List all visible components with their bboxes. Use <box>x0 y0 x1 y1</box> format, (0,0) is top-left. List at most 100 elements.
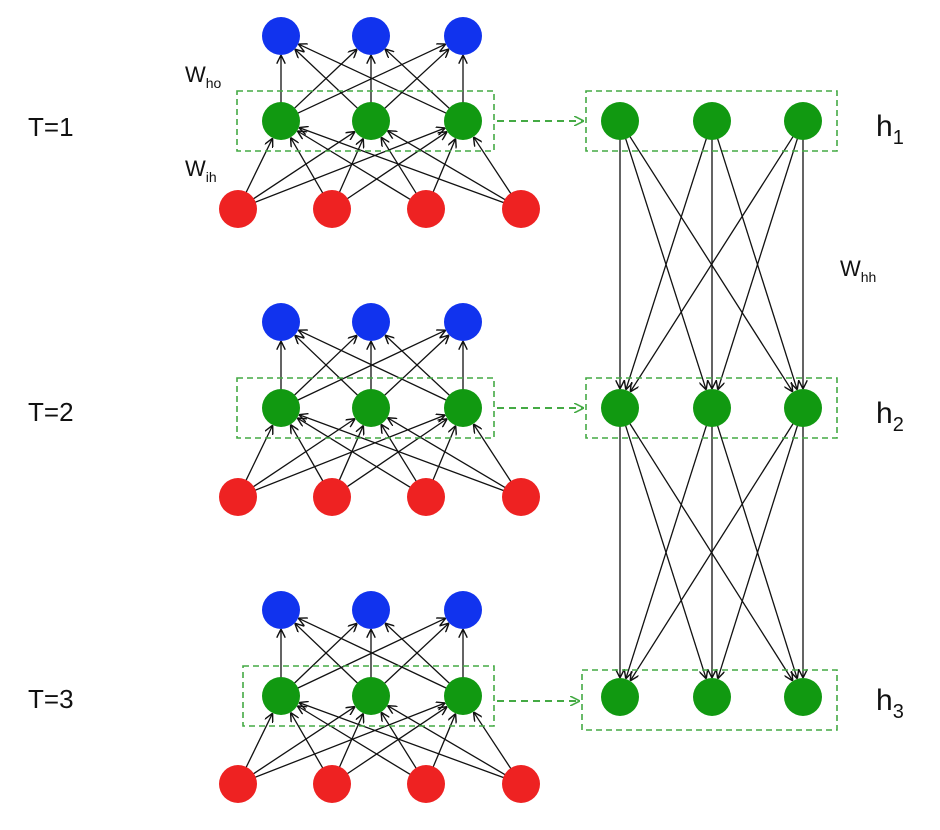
input-node-1-t3 <box>219 765 257 803</box>
recurrent-hidden-node-1-h1 <box>601 102 639 140</box>
edge-input4-to-hidden3-t2 <box>474 425 513 484</box>
edge-h1-node2-to-h2-node1 <box>626 136 708 389</box>
edge-input2-to-hidden1-t2 <box>291 425 325 483</box>
input-node-3-t3 <box>407 765 445 803</box>
output-node-1-t3 <box>262 591 300 629</box>
edge-input1-to-hidden2-t1 <box>251 132 354 201</box>
output-node-2-t2 <box>352 303 390 341</box>
edge-h1-node1-to-h2-node3 <box>628 134 792 391</box>
hidden-layer-box-t3 <box>242 665 495 727</box>
input-node-2-t1 <box>313 190 351 228</box>
time-step-label-1: T=1 <box>28 112 74 142</box>
hidden-node-2-t1 <box>352 102 390 140</box>
edge-hidden2-to-output1-t3 <box>295 624 360 685</box>
edge-input1-to-hidden3-t1 <box>253 128 445 204</box>
edge-h1-node3-to-h2-node2 <box>718 137 799 389</box>
edge-input2-to-hidden1-t3 <box>291 713 325 770</box>
recurrent-hidden-node-1-h3 <box>601 678 639 716</box>
edge-hidden2-to-output1-t2 <box>295 336 360 397</box>
labels-layer: T=1 T=2 T=3 Who Wih Whh h1 h2 h3 <box>28 62 904 723</box>
hidden-node-2-t2 <box>352 389 390 427</box>
weight-label-hh: Whh <box>840 256 876 285</box>
edge-h2-node2-to-h3-node1 <box>626 424 708 678</box>
edge-hidden3-to-output1-t3 <box>299 619 448 690</box>
hidden-node-3-t2 <box>444 389 482 427</box>
hidden-node-1-t2 <box>262 389 300 427</box>
edge-input4-to-hidden2-t2 <box>388 418 507 489</box>
hidden-node-2-t3 <box>352 677 390 715</box>
weight-label-ho: Who <box>185 62 222 91</box>
recurrent-hidden-node-2-h2 <box>693 389 731 427</box>
edge-input1-to-hidden2-t3 <box>251 707 354 776</box>
edge-hidden3-to-output2-t3 <box>386 624 452 685</box>
edge-input4-to-hidden1-t1 <box>300 128 506 204</box>
edge-h1-node3-to-h2-node1 <box>631 134 795 391</box>
edge-input4-to-hidden3-t3 <box>474 713 513 771</box>
edge-input3-to-hidden1-t1 <box>298 131 412 201</box>
edge-input1-to-hidden3-t3 <box>253 703 445 779</box>
edge-input1-to-hidden1-t2 <box>244 426 272 482</box>
input-node-2-t3 <box>313 765 351 803</box>
nodes-layer <box>219 17 822 803</box>
edge-h2-node3-to-h3-node2 <box>718 424 799 678</box>
edge-input1-to-hidden3-t2 <box>253 415 445 492</box>
time-step-label-3: T=3 <box>28 684 74 714</box>
edge-h2-node3-to-h3-node1 <box>631 422 795 680</box>
edge-input2-to-hidden3-t3 <box>345 707 446 776</box>
output-node-2-t1 <box>352 17 390 55</box>
edge-input2-to-hidden1-t1 <box>291 138 325 195</box>
edge-input3-to-hidden2-t1 <box>382 138 418 195</box>
hidden-layer-box-t1 <box>236 90 495 152</box>
edge-input2-to-hidden2-t1 <box>338 139 363 194</box>
output-node-1-t1 <box>262 17 300 55</box>
hidden-node-3-t3 <box>444 677 482 715</box>
edge-hidden2-to-output1-t1 <box>296 50 360 110</box>
edge-input2-to-hidden2-t3 <box>338 714 363 769</box>
edge-h2-node1-to-h3-node3 <box>628 422 792 680</box>
edge-input4-to-hidden1-t2 <box>300 415 506 492</box>
edge-input1-to-hidden2-t2 <box>251 419 354 489</box>
edge-input4-to-hidden2-t3 <box>388 706 507 776</box>
output-node-1-t2 <box>262 303 300 341</box>
edge-input4-to-hidden3-t1 <box>474 138 513 196</box>
hidden-state-label-3: h3 <box>876 684 904 723</box>
edge-input1-to-hidden1-t1 <box>244 139 272 195</box>
edge-input1-to-hidden1-t3 <box>244 714 272 770</box>
edge-input4-to-hidden2-t1 <box>388 131 507 201</box>
edge-input3-to-hidden2-t2 <box>382 425 418 483</box>
hidden-node-3-t1 <box>444 102 482 140</box>
output-node-3-t2 <box>444 303 482 341</box>
edge-hidden1-to-output2-t2 <box>292 336 356 397</box>
weight-label-ih: Wih <box>185 156 217 185</box>
input-node-1-t1 <box>219 190 257 228</box>
edge-input3-to-hidden3-t2 <box>431 426 456 482</box>
edge-input3-to-hidden2-t3 <box>382 713 418 770</box>
hidden-node-1-t1 <box>262 102 300 140</box>
output-node-3-t3 <box>444 591 482 629</box>
edge-hidden1-to-output2-t3 <box>292 624 356 685</box>
edge-hidden3-to-output2-t1 <box>386 50 451 110</box>
edge-input2-to-hidden2-t2 <box>338 426 363 482</box>
group-boxes-layer <box>236 90 838 731</box>
edge-input3-to-hidden3-t1 <box>431 139 456 194</box>
edge-h1-node1-to-h2-node2 <box>624 136 706 389</box>
recurrent-hidden-box-3 <box>581 669 838 731</box>
hidden-layer-box-t2 <box>236 377 495 439</box>
recurrent-hidden-node-3-h1 <box>784 102 822 140</box>
time-step-label-2: T=2 <box>28 397 74 427</box>
edge-input2-to-hidden3-t1 <box>345 132 446 201</box>
input-node-1-t2 <box>219 478 257 516</box>
output-node-2-t3 <box>352 591 390 629</box>
recurrent-hidden-node-2-h1 <box>693 102 731 140</box>
edge-input3-to-hidden1-t3 <box>298 706 412 776</box>
input-node-3-t2 <box>407 478 445 516</box>
edge-hidden3-to-output1-t2 <box>299 331 448 402</box>
edge-h2-node1-to-h3-node2 <box>624 424 706 678</box>
edge-input3-to-hidden3-t3 <box>431 714 456 769</box>
input-node-3-t1 <box>407 190 445 228</box>
recurrent-hidden-node-3-h3 <box>784 678 822 716</box>
recurrent-hidden-box-2 <box>585 377 838 439</box>
input-node-4-t1 <box>502 190 540 228</box>
edge-hidden1-to-output2-t1 <box>292 50 356 110</box>
